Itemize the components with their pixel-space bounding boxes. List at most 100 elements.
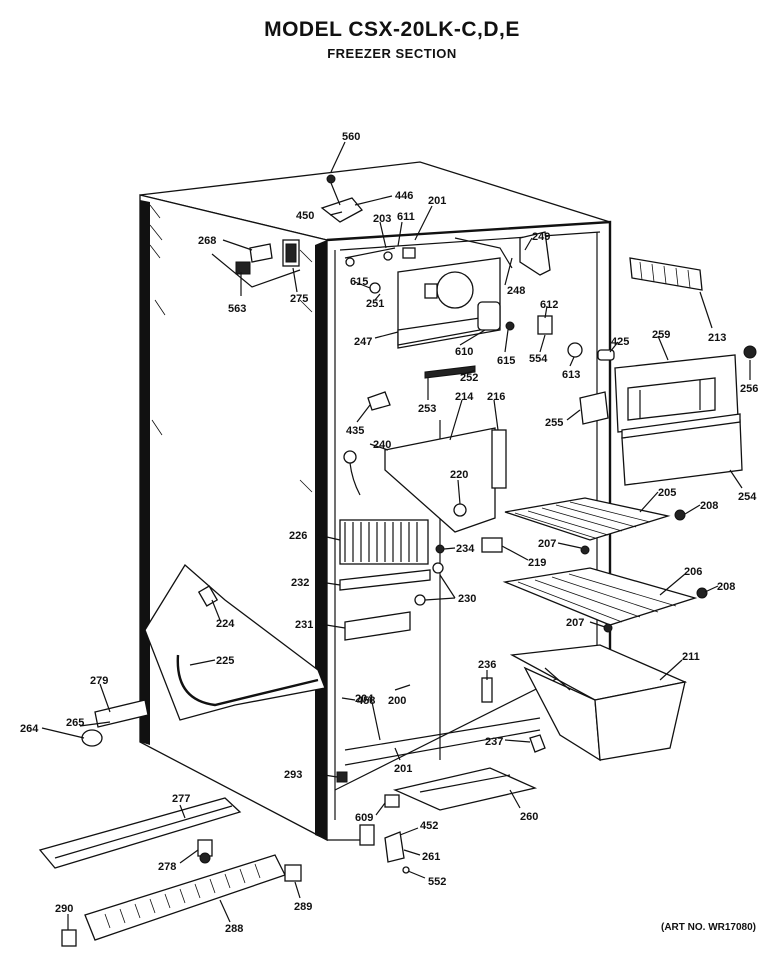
label-612: 612 (540, 299, 558, 311)
label-205: 205 (658, 487, 676, 499)
part-number-labels: 560 446 450 201 203 611 268 249 615 251 … (20, 131, 758, 935)
wire-shelf-206 (502, 567, 708, 633)
label-214: 214 (455, 391, 474, 403)
label-211: 211 (682, 651, 700, 663)
label-279: 279 (90, 675, 108, 687)
control-box-left (211, 239, 301, 288)
part-255 (579, 391, 609, 425)
label-268: 268 (198, 235, 216, 247)
label-289: 289 (294, 901, 312, 913)
label-207-lower: 207 (566, 617, 584, 629)
label-255: 255 (545, 417, 563, 429)
bracket-435 (367, 391, 391, 411)
wire-shelf-205 (504, 497, 686, 555)
fan-motor-assembly (477, 301, 615, 361)
hinge-609 (384, 794, 400, 808)
label-554: 554 (529, 353, 548, 365)
label-425: 425 (611, 336, 629, 348)
label-201-top: 201 (428, 195, 446, 207)
label-237: 237 (485, 736, 503, 748)
label-249: 249 (532, 231, 550, 243)
base-rail-277 (38, 797, 242, 869)
label-278: 278 (158, 861, 176, 873)
label-254: 254 (738, 491, 757, 503)
label-290: 290 (55, 903, 73, 915)
label-259: 259 (652, 329, 670, 341)
art-number: (ART NO. WR17080) (660, 922, 756, 933)
label-610: 610 (455, 346, 473, 358)
drip-tray-260 (392, 767, 538, 811)
label-230: 230 (458, 593, 476, 605)
label-256: 256 (740, 383, 758, 395)
label-615-mid: 615 (497, 355, 515, 367)
label-261: 261 (422, 851, 440, 863)
channel-231 (344, 611, 411, 641)
label-277: 277 (172, 793, 190, 805)
part-293 (336, 771, 348, 783)
label-216: 216 (487, 391, 505, 403)
part-256 (743, 345, 757, 359)
damper-control (454, 231, 551, 276)
label-234: 234 (456, 543, 475, 555)
label-208-upper: 208 (700, 500, 718, 512)
evaporator-cover-plate (344, 247, 501, 349)
label-213: 213 (708, 332, 726, 344)
label-435: 435 (346, 425, 364, 437)
label-253: 253 (418, 403, 436, 415)
label-248: 248 (507, 285, 525, 297)
label-203: 203 (373, 213, 391, 225)
label-200: 200 (388, 695, 406, 707)
label-220: 220 (450, 469, 468, 481)
label-452: 452 (420, 820, 438, 832)
label-231: 231 (295, 619, 313, 631)
label-219: 219 (528, 557, 546, 569)
hinge-pin-237 (529, 734, 546, 753)
label-560: 560 (342, 131, 360, 143)
channel-232 (339, 569, 431, 591)
label-450: 450 (296, 210, 314, 222)
label-206: 206 (684, 566, 702, 578)
ice-tray (629, 257, 703, 291)
label-224: 224 (216, 618, 235, 630)
label-458: 458 (357, 695, 375, 707)
freezer-door-shelf-259 (614, 354, 739, 433)
label-446: 446 (395, 190, 413, 202)
label-615-top: 615 (350, 276, 368, 288)
label-609: 609 (355, 812, 373, 824)
evaporator-coil-226 (339, 519, 445, 565)
hinge-assembly (320, 174, 364, 223)
label-265: 265 (66, 717, 84, 729)
label-251: 251 (366, 298, 384, 310)
leader-lines (41, 141, 751, 930)
label-288: 288 (225, 923, 243, 935)
toe-grille-288 (84, 854, 286, 941)
freezer-basket-211 (509, 644, 688, 762)
label-226: 226 (289, 530, 307, 542)
hinge-plate-452 (359, 824, 410, 874)
label-240: 240 (373, 439, 391, 451)
roller-278 (197, 839, 213, 864)
evaporator-shield-214 (384, 427, 507, 533)
label-293: 293 (284, 769, 302, 781)
label-552: 552 (428, 876, 446, 888)
label-611: 611 (397, 211, 415, 223)
diagram-subtitle: FREEZER SECTION (327, 46, 457, 61)
label-225: 225 (216, 655, 234, 667)
clip-289 (284, 864, 302, 882)
label-247: 247 (354, 336, 372, 348)
shelf-front-254 (621, 413, 743, 486)
clip-290 (61, 929, 77, 947)
thermostat-219 (481, 537, 503, 553)
leveling-leg (81, 699, 149, 747)
label-232: 232 (291, 577, 309, 589)
label-563: 563 (228, 303, 246, 315)
defrost-heater-240 (343, 450, 361, 496)
label-201-bottom: 201 (394, 763, 412, 775)
label-613: 613 (562, 369, 580, 381)
label-252: 252 (460, 372, 478, 384)
label-208-lower: 208 (717, 581, 735, 593)
drain-trough (424, 365, 476, 379)
label-260: 260 (520, 811, 538, 823)
label-207-upper: 207 (538, 538, 556, 550)
